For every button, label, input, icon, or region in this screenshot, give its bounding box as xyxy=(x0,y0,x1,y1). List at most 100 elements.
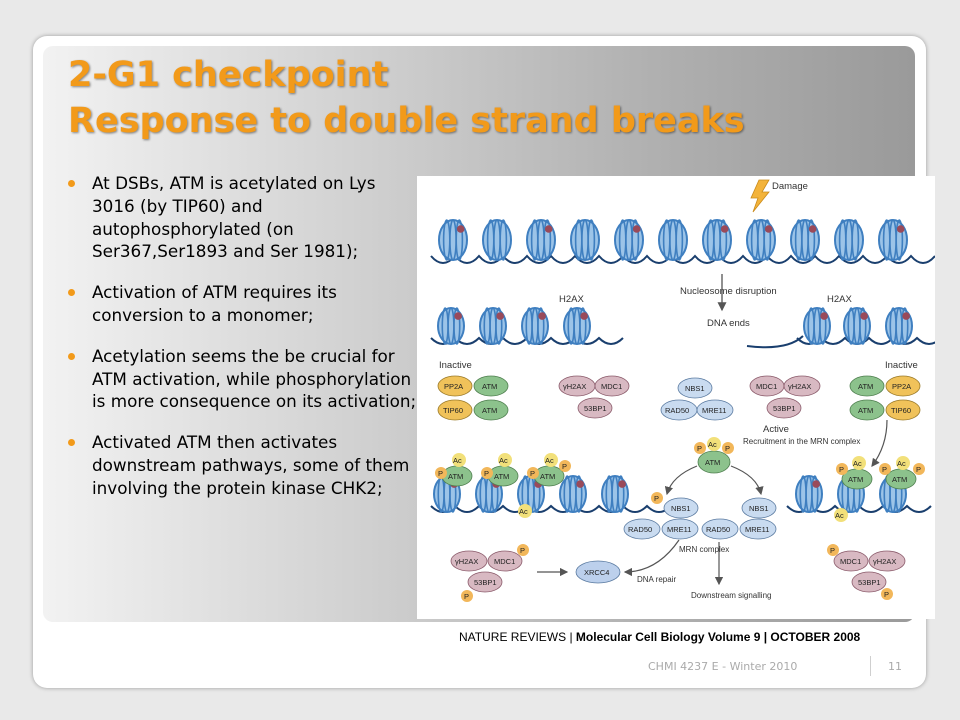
ac-badge-text: Ac xyxy=(835,511,844,520)
dna-wrap xyxy=(807,219,816,261)
right-activation-arrow xyxy=(871,419,888,467)
h2ax-marker xyxy=(896,225,905,233)
title-line-2: Response to double strand breaks xyxy=(68,101,745,141)
h2ax-marker xyxy=(720,225,729,233)
svg-text:ATM: ATM xyxy=(705,458,720,467)
svg-text:ATM: ATM xyxy=(848,475,863,484)
svg-text:XRCC4: XRCC4 xyxy=(584,568,609,577)
dna-wrap xyxy=(901,307,909,345)
dna-wrap xyxy=(587,219,596,261)
title-line-1: 2-G1 checkpoint xyxy=(68,55,389,95)
dna-wrap xyxy=(719,219,728,261)
mrn-complex-label: MRN complex xyxy=(679,545,729,554)
mrn-complex-left-end: NBS1 RAD50 MRE11 P xyxy=(623,492,699,540)
inactive-left-label: Inactive xyxy=(439,360,472,371)
svg-text:ATM: ATM xyxy=(858,382,873,391)
h2ax-marker xyxy=(902,312,910,320)
h2ax-marker xyxy=(576,480,584,488)
h2ax-marker xyxy=(820,312,828,320)
h2ax-marker xyxy=(544,225,553,233)
ac-badge-text: Ac xyxy=(519,507,528,516)
svg-text:Ac: Ac xyxy=(545,456,554,465)
svg-text:ATM: ATM xyxy=(858,406,873,415)
svg-text:ATM: ATM xyxy=(482,382,497,391)
svg-text:ATM: ATM xyxy=(892,475,907,484)
svg-text:NBS1: NBS1 xyxy=(749,504,769,513)
figure-caption: NATURE REVIEWS | Molecular Cell Biology … xyxy=(459,630,860,644)
nucleosome-disruption-label: Nucleosome disruption xyxy=(680,286,777,297)
svg-text:MRE11: MRE11 xyxy=(702,406,726,415)
bullet-list: At DSBs, ATM is acetylated on Lys 3016 (… xyxy=(68,172,420,518)
active-atm-cluster-right: ATM ATM Ac Ac P P P xyxy=(836,456,925,490)
dna-wrap xyxy=(675,219,684,261)
dna-wrap xyxy=(851,219,860,261)
svg-text:MRE11: MRE11 xyxy=(745,525,769,534)
svg-text:ATM: ATM xyxy=(540,472,555,481)
h2ax-marker xyxy=(456,225,465,233)
ac-badge xyxy=(834,508,848,522)
svg-text:53BP1: 53BP1 xyxy=(474,578,497,587)
svg-text:P: P xyxy=(438,469,443,478)
dna-wrap xyxy=(819,307,827,345)
svg-text:ATM: ATM xyxy=(448,472,463,481)
dna-repair-arrow xyxy=(623,539,680,577)
bullet-item: At DSBs, ATM is acetylated on Lys 3016 (… xyxy=(68,172,420,263)
downstream-label: Downstream signalling xyxy=(691,591,771,600)
svg-text:γH2AX: γH2AX xyxy=(563,382,586,391)
dna-wrap xyxy=(543,219,552,261)
svg-text:ATM: ATM xyxy=(482,406,497,415)
h2ax-marker xyxy=(764,225,773,233)
svg-text:P: P xyxy=(562,462,567,471)
dna-wrap xyxy=(579,307,587,345)
damage-lightning-icon xyxy=(750,179,770,213)
svg-text:MDC1: MDC1 xyxy=(601,382,622,391)
h2ax-marker xyxy=(618,480,626,488)
h2ax-marker xyxy=(538,312,546,320)
svg-text:TIP60: TIP60 xyxy=(891,406,911,415)
bullet-item: Activated ATM then activates downstream … xyxy=(68,431,420,499)
inactive-atm-dimer-left: PP2A ATM TIP60 ATM xyxy=(437,375,509,421)
dna-ends-label: DNA ends xyxy=(707,318,750,329)
svg-text:53BP1: 53BP1 xyxy=(858,578,881,587)
h2ax-marker xyxy=(812,480,820,488)
h2ax-marker xyxy=(808,225,817,233)
svg-text:P: P xyxy=(830,546,835,555)
page-number: 11 xyxy=(888,660,902,673)
h2ax-marker xyxy=(496,312,504,320)
svg-text:PP2A: PP2A xyxy=(892,382,911,391)
svg-text:MDC1: MDC1 xyxy=(756,382,777,391)
chromatin-top xyxy=(430,219,935,264)
recruit-arrow-left xyxy=(664,465,698,496)
svg-text:P: P xyxy=(464,592,469,601)
recruitment-label: Recruitment in the MRN complex xyxy=(743,437,860,446)
h2ax-marker xyxy=(454,312,462,320)
mrn-complex-top: NBS1 RAD50 MRE11 xyxy=(660,377,734,421)
atm-monomer-center: ATM P Ac P xyxy=(694,437,734,474)
h2ax-marker xyxy=(860,312,868,320)
svg-text:P: P xyxy=(520,546,525,555)
chromatin-middle-left xyxy=(430,307,624,345)
xrcc4-protein: XRCC4 xyxy=(575,560,621,584)
slide-footer: CHMI 4237 E - Winter 2010 xyxy=(648,660,798,673)
svg-text:P: P xyxy=(839,465,844,474)
svg-text:γH2AX: γH2AX xyxy=(873,557,896,566)
svg-text:RAD50: RAD50 xyxy=(706,525,730,534)
svg-text:P: P xyxy=(916,465,921,474)
svg-text:MDC1: MDC1 xyxy=(840,557,861,566)
svg-text:P: P xyxy=(530,469,535,478)
figure-svg: Damage Nucleosome disruption DNA ends H2… xyxy=(430,179,935,602)
svg-text:RAD50: RAD50 xyxy=(628,525,652,534)
damage-label: Damage xyxy=(772,181,808,192)
mdc1-complex-active: MDC1 γH2AX 53BP1 xyxy=(749,375,821,419)
svg-text:MDC1: MDC1 xyxy=(494,557,515,566)
slide-title: 2-G1 checkpoint Response to double stran… xyxy=(68,52,908,144)
mdc1-complex-bottom-left: γH2AX MDC1 53BP1 P P xyxy=(450,544,529,602)
dna-wrap xyxy=(811,475,819,513)
svg-text:MRE11: MRE11 xyxy=(667,525,691,534)
bullet-item: Acetylation seems the be crucial for ATM… xyxy=(68,345,420,413)
h2ax-left-label: H2AX xyxy=(559,294,584,305)
mdc1-complex-bottom-right: MDC1 γH2AX 53BP1 P P xyxy=(827,544,906,600)
dna-wrap xyxy=(455,219,464,261)
dna-wrap xyxy=(495,307,503,345)
svg-text:P: P xyxy=(725,444,730,453)
